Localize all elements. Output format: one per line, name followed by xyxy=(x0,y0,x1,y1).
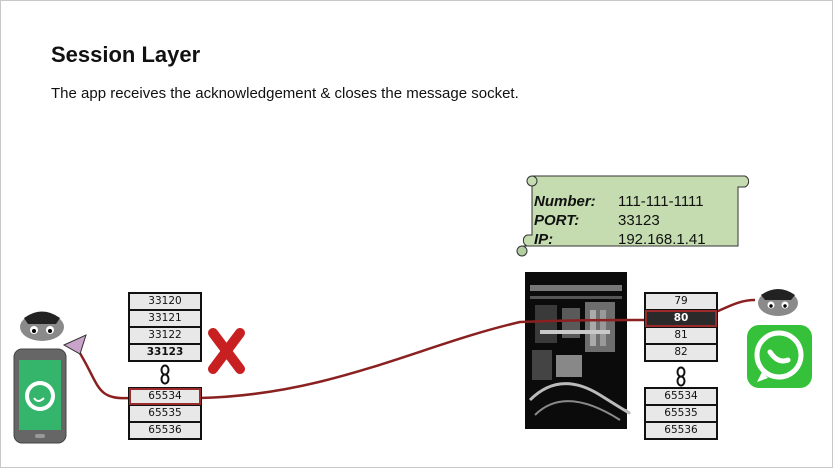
scroll-value: 33123 xyxy=(618,212,660,229)
port-cell-highlight: 65534 xyxy=(129,388,201,405)
slide-title: Session Layer xyxy=(51,42,201,67)
scroll-value: 111-111-1111 xyxy=(618,193,704,210)
chain-link-icon-left xyxy=(160,364,170,385)
port-cell: 79 xyxy=(646,294,716,309)
right-port-stack-top: 79 80 81 82 xyxy=(644,292,718,362)
robot-character-right xyxy=(758,289,798,316)
port-cell: 65536 xyxy=(646,423,716,438)
port-cell: 81 xyxy=(646,328,716,343)
left-port-stack-top: 33120 33121 33122 33123 xyxy=(128,292,202,362)
server-photo xyxy=(525,272,631,429)
address-scroll xyxy=(516,175,750,257)
robot-character-left xyxy=(20,311,64,341)
whatsapp-icon xyxy=(747,325,812,388)
port-cell: 65536 xyxy=(130,423,200,438)
right-port-stack-bottom: 65534 65535 65536 xyxy=(644,387,718,440)
scroll-row: Number: 111-111-1111 xyxy=(534,192,706,211)
port-cell: 65535 xyxy=(130,406,200,421)
port-cell: 82 xyxy=(646,345,716,360)
scroll-value: 192.168.1.41 xyxy=(618,231,706,248)
scroll-row: IP: 192.168.1.41 xyxy=(534,230,706,249)
scroll-key: Number: xyxy=(534,193,596,210)
scroll-row: PORT: 33123 xyxy=(534,211,706,230)
left-port-stack-bottom: 65534 65535 65536 xyxy=(128,387,202,440)
phone-icon xyxy=(13,348,67,444)
port-cell-active: 33123 xyxy=(130,345,200,360)
scroll-key: IP: xyxy=(534,231,554,248)
port-cell: 65535 xyxy=(646,406,716,421)
port-cell: 65534 xyxy=(646,389,716,404)
port-cell: 33122 xyxy=(130,328,200,343)
arrow-head-icon xyxy=(62,334,87,355)
scroll-content: Number: 111-111-1111 PORT: 33123 IP: 192… xyxy=(534,192,706,249)
slide-subtitle: The app receives the acknowledgement & c… xyxy=(51,85,519,102)
port-cell: 33120 xyxy=(130,294,200,309)
scroll-key: PORT: xyxy=(534,212,580,229)
chain-link-icon-right xyxy=(676,366,686,387)
port-cell: 33121 xyxy=(130,311,200,326)
port-cell-highlight: 80 xyxy=(645,310,717,327)
close-mark-icon xyxy=(208,328,245,374)
